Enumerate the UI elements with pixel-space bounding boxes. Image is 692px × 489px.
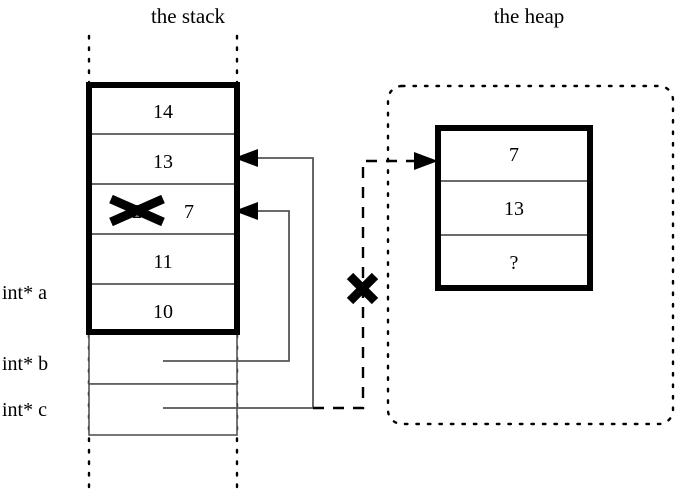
pointer-var-label-c: int* c xyxy=(2,399,47,421)
pointer-c-arrowhead xyxy=(234,149,258,167)
stack-cell-value-0: 14 xyxy=(153,101,173,123)
stack-section-title: the stack xyxy=(150,4,226,28)
pointer-var-label-b: int* b xyxy=(2,353,49,375)
stack-slot-b-cell xyxy=(88,331,238,385)
heap-cell-value-1: 13 xyxy=(504,198,524,220)
stack-slot-c-cell xyxy=(88,383,238,436)
heap-section-title: the heap xyxy=(493,4,565,28)
pointer-b-arrowhead xyxy=(234,202,258,220)
stack-frame-box xyxy=(86,82,240,335)
stack-cell-value-2-replacement: 7 xyxy=(184,201,194,223)
heap-cell-value-0: 7 xyxy=(509,144,519,166)
dangling-heap-pointer-dashed-connector xyxy=(313,159,418,410)
heap-block-box xyxy=(435,125,593,291)
invalid-pointer-x-mark-icon xyxy=(346,272,379,305)
stack-cell-value-3: 11 xyxy=(153,251,173,273)
struck-value-x-mark-icon xyxy=(109,194,165,227)
heap-region-dotted-boundary xyxy=(386,84,675,426)
dangling-heap-pointer-arrowhead xyxy=(414,152,438,170)
stack-cell-value-1: 13 xyxy=(153,151,173,173)
pointer-b-connector xyxy=(163,210,290,362)
heap-cell-value-2: ? xyxy=(509,252,519,274)
stack-cell-value-2-struck: 12 xyxy=(122,201,142,223)
pointer-var-label-a: int* a xyxy=(2,282,47,304)
stack-cell-value-4: 10 xyxy=(153,301,173,323)
pointer-c-connector xyxy=(163,157,314,409)
